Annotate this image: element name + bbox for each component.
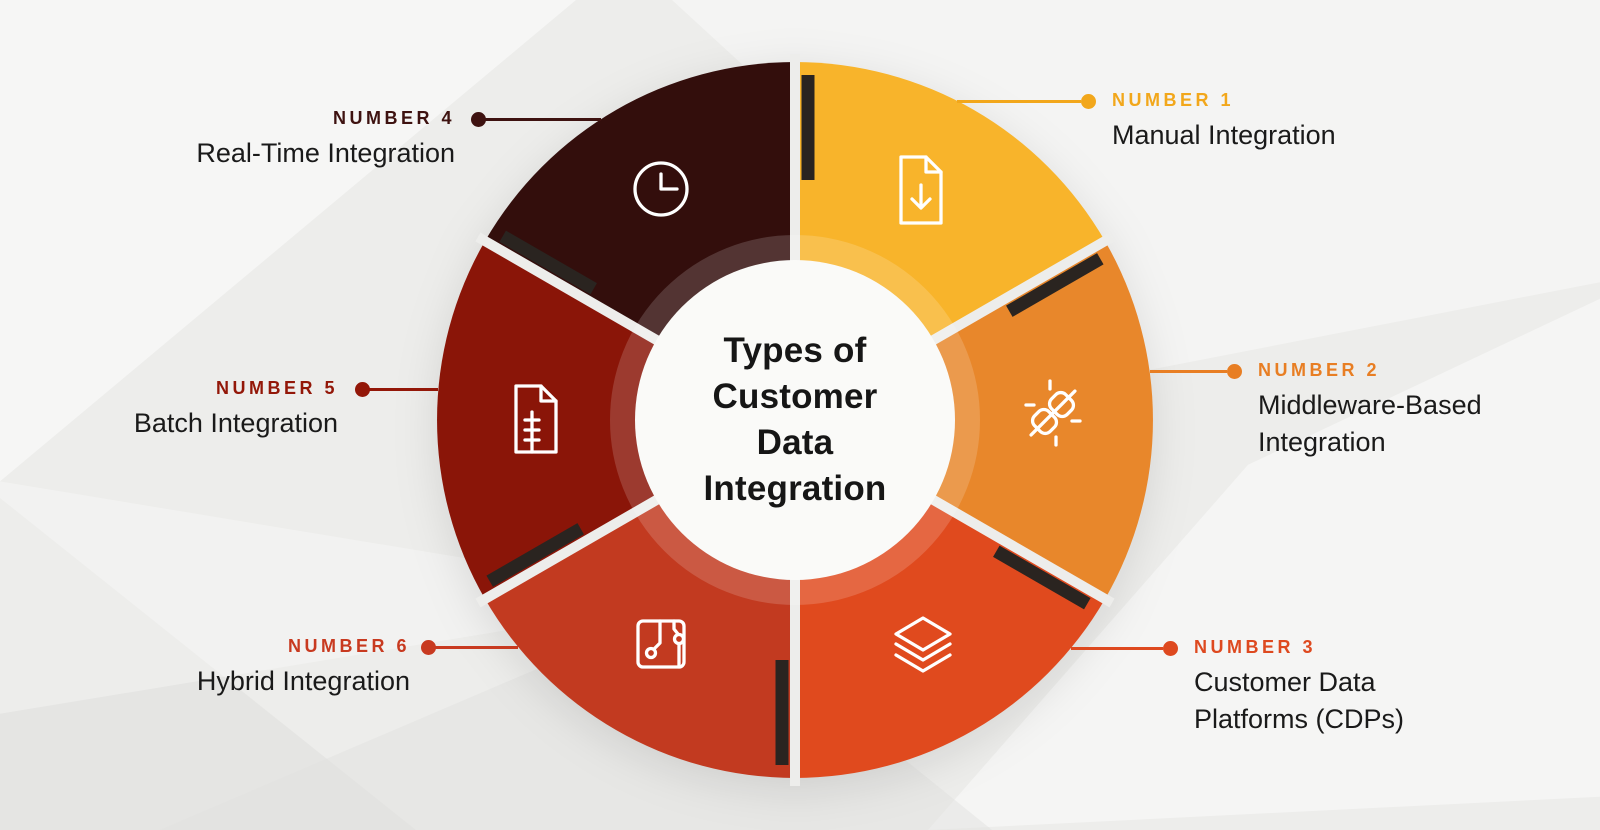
callout-name: Hybrid Integration	[196, 666, 410, 696]
wheel-title-line: Customer	[712, 377, 878, 416]
callout-line-4	[485, 117, 601, 121]
callout-line-5	[369, 387, 438, 391]
integration-types-wheel	[437, 54, 1153, 786]
inner-halo-ring	[610, 235, 980, 605]
callout-manual-integration: NUMBER 1 Manual Integration	[1112, 90, 1336, 154]
segment-gap	[924, 491, 1115, 608]
layers-icon	[894, 616, 952, 673]
callout-name: Manual Integration	[1112, 120, 1336, 150]
segment-gap	[924, 232, 1115, 349]
callout-realtime-integration: NUMBER 4 Real-Time Integration	[196, 108, 455, 172]
center-circle	[635, 260, 955, 580]
circuit-icon	[636, 619, 686, 669]
callout-dot-3	[1162, 640, 1178, 656]
callout-line-2	[1150, 369, 1227, 373]
separator-strip	[486, 523, 584, 587]
callout-name-line2: Integration	[1258, 427, 1386, 457]
callout-line-6	[435, 645, 518, 649]
segment-middleware-integration	[795, 241, 1153, 599]
wheel-title: Types of Customer Data Integration	[645, 302, 945, 538]
callout-dot-6	[420, 639, 436, 655]
callout-dot-4	[470, 111, 486, 127]
wheel-title-line: Types of	[723, 331, 867, 370]
separator-strip	[499, 230, 597, 295]
callout-batch-integration: NUMBER 5 Batch Integration	[134, 378, 338, 442]
callout-name: Real-Time Integration	[196, 138, 455, 168]
callout-middleware-integration: NUMBER 2 Middleware-Based Integration	[1258, 360, 1482, 461]
separator-strips	[486, 75, 1104, 765]
callout-dot-2	[1226, 363, 1242, 379]
file-download-icon	[899, 155, 943, 225]
separator-strip	[1006, 253, 1104, 317]
callout-cdp-integration: NUMBER 3 Customer Data Platforms (CDPs)	[1194, 637, 1404, 738]
callout-line-3	[1071, 646, 1163, 650]
clock-icon	[633, 161, 689, 217]
callout-name: Batch Integration	[133, 408, 338, 438]
callout-dot-1	[1080, 93, 1096, 109]
segment-gap	[475, 232, 666, 349]
callout-number-label: NUMBER 4	[332, 108, 455, 128]
callout-number-label: NUMBER 5	[215, 378, 338, 398]
callout-name: Middleware-Based	[1258, 390, 1482, 420]
wheel-title-line: Data	[756, 423, 834, 462]
callout-name: Customer Data	[1194, 667, 1376, 697]
callout-number-label: NUMBER 3	[1194, 637, 1317, 657]
segment-batch-integration	[437, 241, 795, 599]
callout-number-label: NUMBER 2	[1258, 360, 1381, 380]
separator-strip	[993, 545, 1091, 610]
callout-dot-5	[354, 381, 370, 397]
connector-icon	[1024, 379, 1082, 447]
zip-document-icon	[514, 384, 558, 454]
callout-line-1	[957, 99, 1081, 103]
callout-name-line2: Platforms (CDPs)	[1194, 704, 1405, 734]
segment-gaps	[475, 54, 1115, 786]
wheel-title-line: Integration	[703, 469, 887, 508]
callout-hybrid-integration: NUMBER 6 Hybrid Integration	[197, 636, 410, 700]
callout-number-label: NUMBER 6	[287, 636, 410, 656]
segment-gap	[475, 491, 666, 608]
callout-number-label: NUMBER 1	[1112, 90, 1235, 110]
